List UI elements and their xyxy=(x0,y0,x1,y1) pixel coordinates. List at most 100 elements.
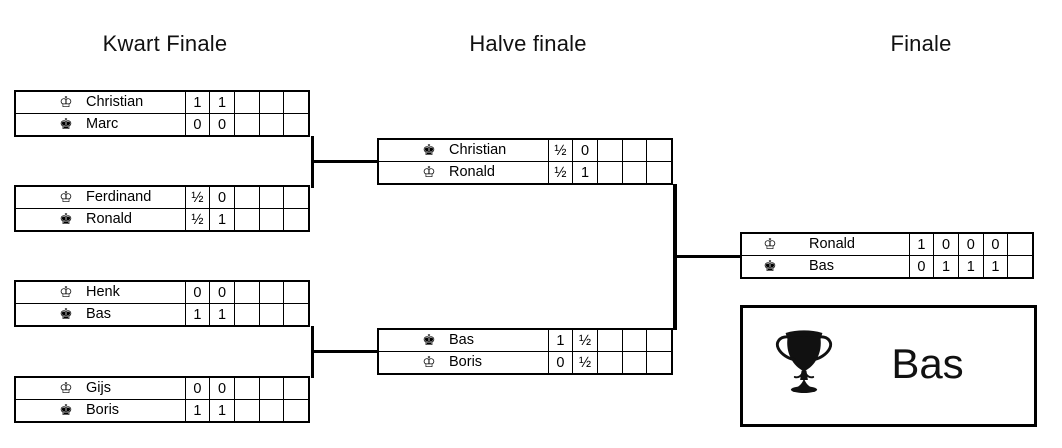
score-cell: 0 xyxy=(184,282,210,303)
player-row: ♔ Christian 1 1 xyxy=(16,92,308,113)
player-row: ♔ Ferdinand ½ 0 xyxy=(16,187,308,208)
score-cell xyxy=(233,209,259,230)
score-cell xyxy=(283,282,308,303)
score-cell: 0 xyxy=(547,352,573,373)
score-cell xyxy=(1007,256,1032,277)
connector-qf-bottom-to-sf2 xyxy=(311,350,378,353)
score-cell xyxy=(1007,234,1032,255)
score-cell: 0 xyxy=(209,282,234,303)
score-cell xyxy=(258,187,284,208)
score-cell: 0 xyxy=(908,256,934,277)
score-cell xyxy=(646,330,671,351)
white-king-icon: ♔ xyxy=(422,353,436,371)
black-king-icon: ♚ xyxy=(422,141,436,159)
black-king-icon: ♚ xyxy=(422,331,436,349)
score-cell: 1 xyxy=(209,400,234,421)
match-quarterfinal-4: ♔ Gijs 0 0 ♚ Boris 1 1 xyxy=(14,376,310,423)
score-cell: 1 xyxy=(908,234,934,255)
player-row: ♚ Boris 1 1 xyxy=(16,399,308,421)
player-row: ♔ Henk 0 0 xyxy=(16,282,308,303)
round-title-semifinal: Halve finale xyxy=(469,31,587,56)
player-row: ♚ Marc 0 0 xyxy=(16,113,308,135)
player-name: Ferdinand xyxy=(86,189,152,205)
score-cell xyxy=(233,187,259,208)
score-cell: ½ xyxy=(547,162,573,183)
score-cell xyxy=(283,304,308,325)
black-king-icon: ♚ xyxy=(59,115,73,133)
white-king-icon: ♔ xyxy=(422,163,436,181)
white-king-icon: ♔ xyxy=(59,283,73,301)
score-cell: 1 xyxy=(209,209,234,230)
player-row: ♔ Ronald 1 0 0 0 xyxy=(742,234,1032,255)
score-cell xyxy=(233,282,259,303)
connector-qf-top-to-sf1 xyxy=(311,160,378,163)
score-cell xyxy=(283,209,308,230)
player-name: Henk xyxy=(86,284,120,300)
winner-name: Bas xyxy=(891,340,964,387)
score-cell: 0 xyxy=(184,114,210,135)
score-cell: ½ xyxy=(547,140,573,161)
score-cell: 0 xyxy=(982,234,1008,255)
winner-box: Bas xyxy=(740,305,1037,427)
player-name: Ronald xyxy=(809,236,855,252)
player-row: ♔ Ronald ½ 1 xyxy=(379,161,671,183)
match-semifinal-1: ♚ Christian ½ 0 ♔ Ronald ½ 1 xyxy=(377,138,673,185)
trophy-icon xyxy=(775,330,833,394)
score-cell: 0 xyxy=(572,140,597,161)
player-name: Boris xyxy=(86,402,120,418)
player-row: ♚ Christian ½ 0 xyxy=(379,140,671,161)
player-name: Marc xyxy=(86,116,119,132)
score-cell: 0 xyxy=(957,234,983,255)
score-cell: 1 xyxy=(209,304,234,325)
score-cell xyxy=(258,378,284,399)
score-cell xyxy=(233,92,259,113)
player-row: ♔ Boris 0 ½ xyxy=(379,351,671,373)
score-cell xyxy=(621,140,647,161)
black-king-icon: ♚ xyxy=(763,257,777,275)
score-cell: 1 xyxy=(982,256,1008,277)
connector-sf-to-final xyxy=(673,255,740,258)
player-name: Christian xyxy=(449,142,507,158)
score-cell xyxy=(283,187,308,208)
score-cell xyxy=(646,162,671,183)
score-cell: 1 xyxy=(209,92,234,113)
player-name: Boris xyxy=(449,354,483,370)
player-row: ♔ Gijs 0 0 xyxy=(16,378,308,399)
player-name: Bas xyxy=(449,332,474,348)
player-row: ♚ Bas 0 1 1 1 xyxy=(742,255,1032,277)
score-cell: ½ xyxy=(184,187,210,208)
black-king-icon: ♚ xyxy=(59,305,73,323)
black-king-icon: ♚ xyxy=(59,210,73,228)
score-cell: 1 xyxy=(933,256,958,277)
black-king-icon: ♚ xyxy=(59,401,73,419)
score-cell xyxy=(646,352,671,373)
score-cell xyxy=(283,378,308,399)
score-cell xyxy=(233,114,259,135)
match-quarterfinal-3: ♔ Henk 0 0 ♚ Bas 1 1 xyxy=(14,280,310,327)
player-name: Christian xyxy=(86,94,144,110)
score-cell xyxy=(621,162,647,183)
score-cell xyxy=(646,140,671,161)
score-cell: 0 xyxy=(209,187,234,208)
score-cell: 0 xyxy=(209,378,234,399)
score-cell xyxy=(596,162,622,183)
player-name: Bas xyxy=(86,306,111,322)
round-title-quarterfinal: Kwart Finale xyxy=(102,31,228,56)
white-king-icon: ♔ xyxy=(59,93,73,111)
score-cell: 0 xyxy=(209,114,234,135)
score-cell xyxy=(596,140,622,161)
score-cell: 1 xyxy=(547,330,573,351)
player-name: Ronald xyxy=(449,164,495,180)
score-cell xyxy=(596,352,622,373)
score-cell: ½ xyxy=(572,330,597,351)
score-cell xyxy=(258,282,284,303)
match-semifinal-2: ♚ Bas 1 ½ ♔ Boris 0 ½ xyxy=(377,328,673,375)
player-row: ♚ Bas 1 ½ xyxy=(379,330,671,351)
score-cell xyxy=(258,304,284,325)
score-cell: ½ xyxy=(184,209,210,230)
player-name: Bas xyxy=(809,258,834,274)
score-cell xyxy=(621,352,647,373)
score-cell: 0 xyxy=(933,234,958,255)
white-king-icon: ♔ xyxy=(59,379,73,397)
